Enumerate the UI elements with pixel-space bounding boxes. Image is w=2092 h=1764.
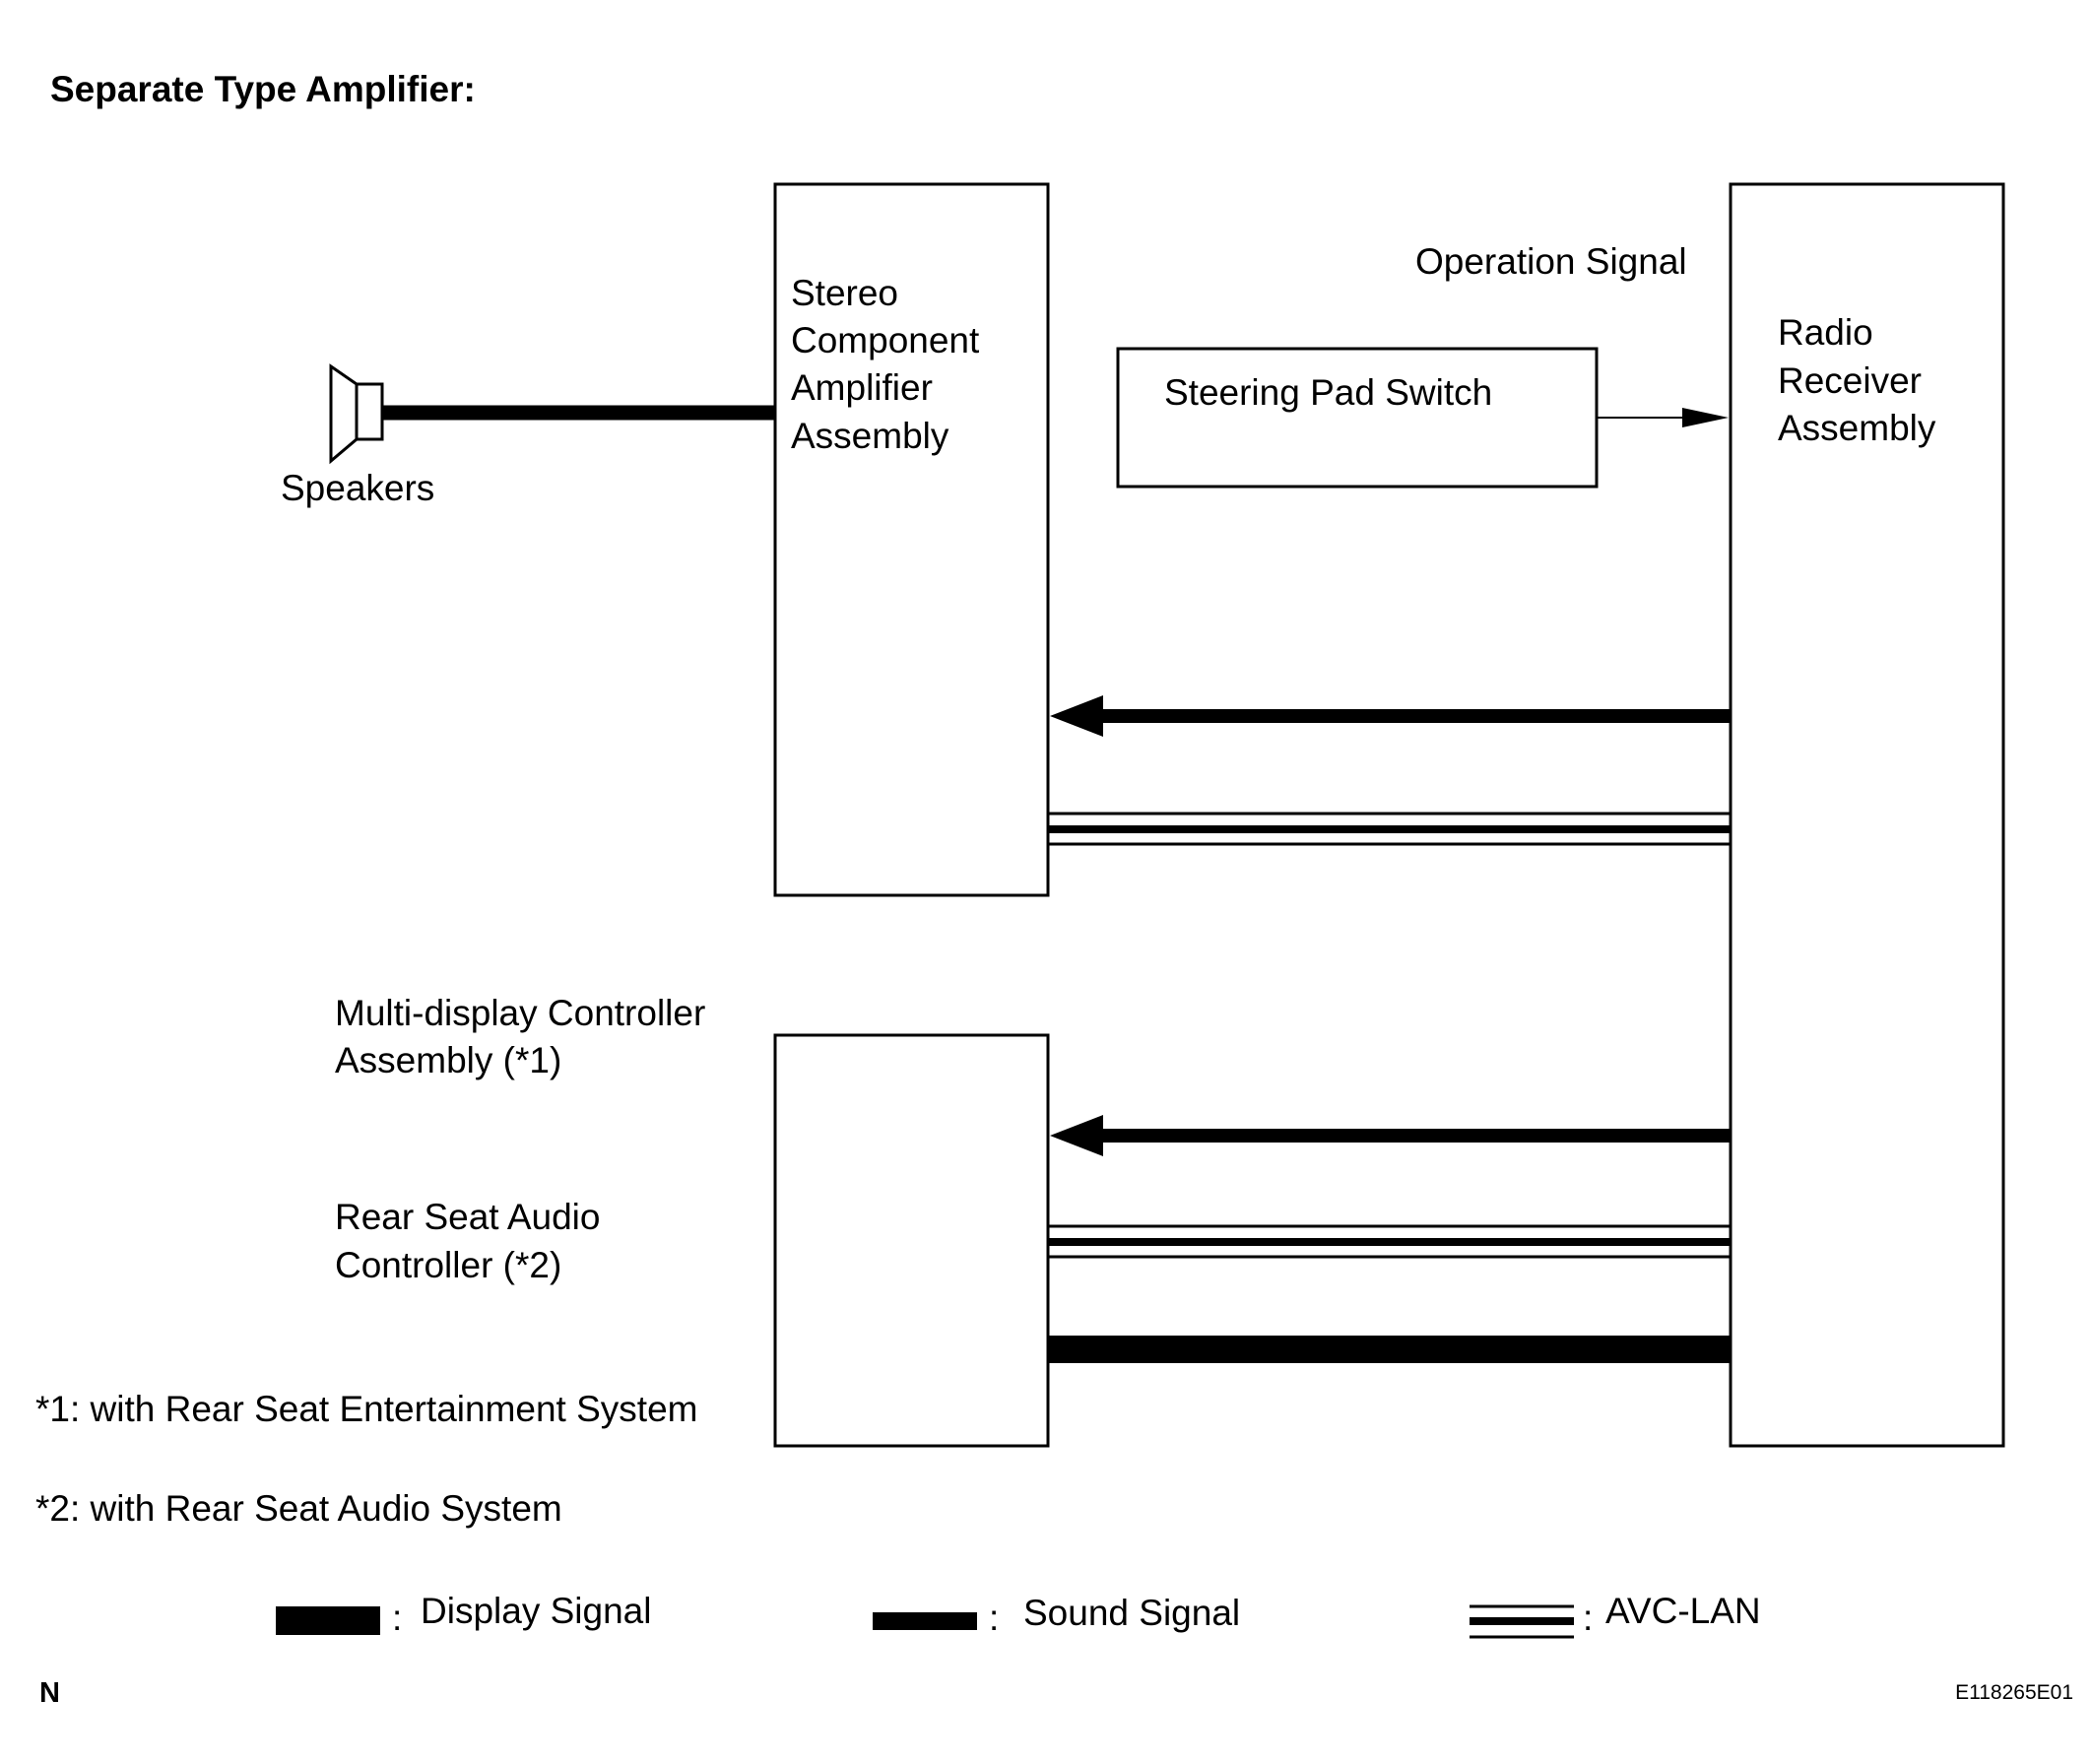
multi-display-controller-label-line: Multi-display Controller — [335, 993, 705, 1033]
corner-mark: N — [39, 1677, 60, 1709]
radio-receiver-label-line: Radio — [1778, 312, 1873, 353]
legend-separator: : — [392, 1598, 402, 1638]
legend-display-signal-swatch — [276, 1606, 380, 1635]
legend-avc-lan-label: AVC-LAN — [1605, 1591, 1761, 1631]
footnote-rear-seat-entertainment: *1: with Rear Seat Entertainment System — [35, 1389, 697, 1429]
radio-receiver-label: Radio Receiver Assembly — [1778, 312, 1936, 448]
radio-receiver-label-line: Receiver — [1778, 360, 1922, 401]
stereo-amplifier-label: Stereo Component Amplifier Assembly — [791, 273, 990, 456]
legend-separator: : — [989, 1598, 999, 1638]
stereo-amplifier-box — [773, 182, 1050, 897]
rear-avc-lan-line — [1048, 1224, 1731, 1259]
diagram-title: Separate Type Amplifier: — [50, 69, 476, 109]
rear-sound-signal-arrowhead — [1050, 1115, 1103, 1156]
footnote-rear-seat-audio: *2: with Rear Seat Audio System — [35, 1488, 562, 1529]
stereo-amplifier-label-line: Stereo — [791, 273, 898, 313]
steering-pad-switch-box — [1116, 347, 1599, 489]
rear-controller-box — [773, 1033, 1050, 1448]
stereo-amplifier-label-line: Component — [791, 320, 980, 360]
figure-id: E118265E01 — [1955, 1681, 2073, 1704]
amp-sound-signal-arrowhead — [1050, 695, 1103, 737]
legend: : Display Signal : Sound Signal : AVC-LA… — [276, 1591, 1761, 1639]
steering-pad-switch-label: Steering Pad Switch — [1164, 372, 1492, 413]
speakers-label: Speakers — [281, 468, 434, 508]
radio-receiver-label-line: Assembly — [1778, 408, 1936, 448]
multi-display-controller-label: Multi-display Controller Assembly (*1) — [335, 993, 716, 1080]
speaker-icon — [329, 363, 384, 465]
legend-display-signal-label: Display Signal — [421, 1591, 651, 1631]
rear-seat-audio-controller-label: Rear Seat Audio Controller (*2) — [335, 1197, 611, 1285]
legend-separator: : — [1583, 1598, 1593, 1638]
operation-signal-arrowhead — [1682, 408, 1729, 427]
amp-avc-lan-line — [1048, 812, 1731, 846]
rear-seat-audio-controller-label-line: Rear Seat Audio — [335, 1197, 600, 1237]
multi-display-controller-label-line: Assembly (*1) — [335, 1040, 561, 1080]
stereo-amplifier-label-line: Amplifier — [791, 367, 933, 408]
legend-sound-signal-swatch — [873, 1612, 977, 1630]
legend-avc-lan-swatch — [1470, 1604, 1574, 1639]
operation-signal-label: Operation Signal — [1415, 241, 1687, 282]
stereo-amplifier-label-line: Assembly — [791, 416, 949, 456]
rear-seat-audio-controller-label-line: Controller (*2) — [335, 1245, 561, 1285]
legend-sound-signal-label: Sound Signal — [1023, 1593, 1240, 1633]
